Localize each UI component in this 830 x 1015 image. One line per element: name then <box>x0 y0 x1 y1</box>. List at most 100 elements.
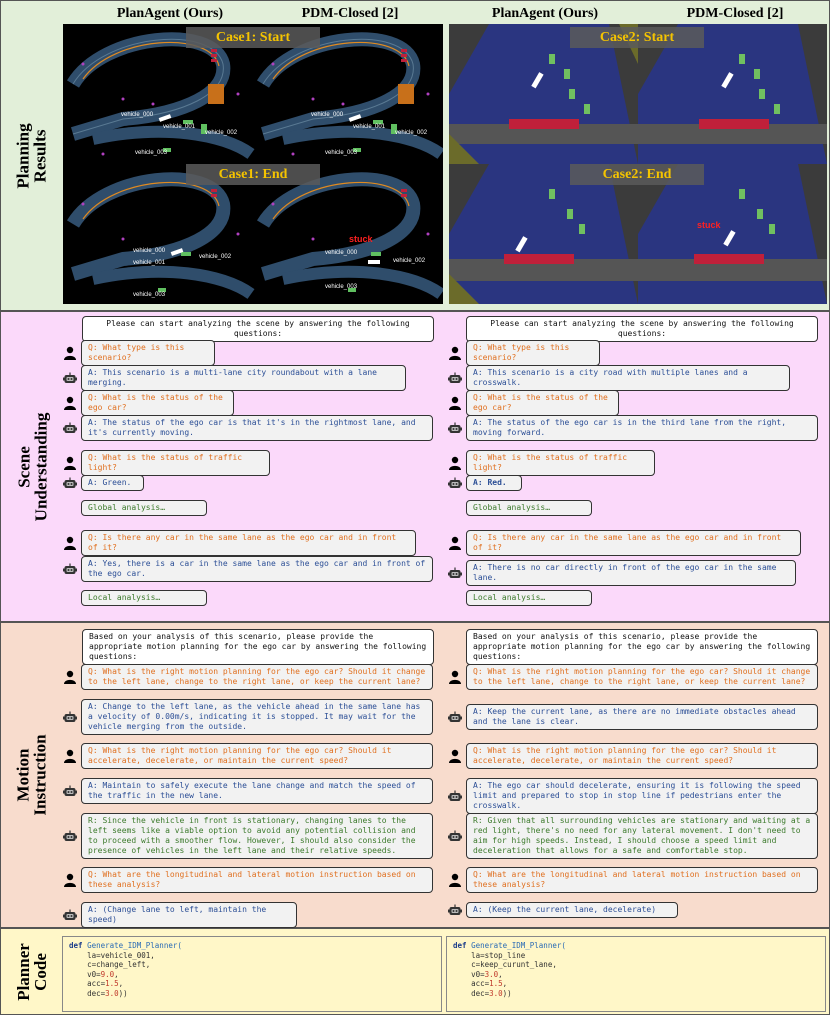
vehicle-label: vehicle_001 <box>353 124 386 130</box>
scene-global-left: Global analysis… <box>81 500 207 516</box>
scene-q2-right: Q: What is the status of the ego car? <box>466 390 619 416</box>
vehicle-label: vehicle_003 <box>325 150 358 156</box>
vehicle-label: vehicle_000 <box>325 250 358 256</box>
crosswalk-map-start <box>449 24 827 164</box>
motion-prompt-left: Based on your analysis of this scenario,… <box>82 629 434 665</box>
robot-icon <box>448 371 462 385</box>
robot-icon <box>63 476 77 490</box>
scene-q4-left: Q: Is there any car in the same lane as … <box>81 530 416 556</box>
motion-q1-right: Q: What is the right motion planning for… <box>466 664 818 690</box>
robot-icon <box>63 421 77 435</box>
scene-q2-left: Q: What is the status of the ego car? <box>81 390 234 416</box>
section-label-scene: Scene Understanding <box>14 412 51 521</box>
person-icon <box>448 536 462 550</box>
section-label-code: Planner Code <box>13 942 50 1001</box>
person-icon <box>448 670 462 684</box>
robot-icon <box>63 784 77 798</box>
vehicle-label: vehicle_002 <box>395 130 428 136</box>
vehicle-label: vehicle_001 <box>163 124 196 130</box>
robot-icon <box>448 476 462 490</box>
section-label-motion: Motion Instruction <box>14 734 51 816</box>
col-header-ours-left: PlanAgent (Ours) <box>116 6 224 21</box>
motion-q2-left: Q: What is the right motion planning for… <box>81 743 433 769</box>
scene-prompt-left: Please can start analyzing the scene by … <box>82 316 434 342</box>
col-header-baseline-right: PDM-Closed [2] <box>686 6 784 21</box>
vehicle-label: vehicle_002 <box>393 258 426 264</box>
motion-a2-left: A: Maintain to safely execute the lane c… <box>81 778 433 804</box>
scene-local-left: Local analysis… <box>81 590 207 606</box>
stuck-label: stuck <box>697 220 721 230</box>
scene-local-right: Local analysis… <box>466 590 592 606</box>
person-icon <box>63 670 77 684</box>
roundabout-map-end <box>63 164 443 304</box>
robot-icon <box>448 829 462 843</box>
motion-q2-right: Q: What is the right motion planning for… <box>466 743 818 769</box>
scene-q1-left: Q: What type is this scenario? <box>81 340 215 366</box>
case2-start-banner: Case2: Start <box>570 27 704 48</box>
person-icon <box>63 749 77 763</box>
case1-end-panel: vehicle_000 vehicle_001 vehicle_002 vehi… <box>63 164 443 304</box>
crosswalk-map-end <box>449 164 827 304</box>
person-icon <box>63 873 77 887</box>
code-block-right: def Generate_IDM_Planner( la=stop_line c… <box>446 936 826 1012</box>
case1-start-banner: Case1: Start <box>186 27 320 48</box>
scene-a3-right: A: Red. <box>466 475 522 491</box>
code-block-left: def Generate_IDM_Planner( la=vehicle_001… <box>62 936 442 1012</box>
scene-a4-left: A: Yes, there is a car in the same lane … <box>81 556 433 582</box>
robot-icon <box>448 903 462 917</box>
motion-q3-left: Q: What are the longitudinal and lateral… <box>81 867 433 893</box>
motion-reasoning-left: R: Since the vehicle in front is station… <box>81 813 433 859</box>
person-icon <box>63 536 77 550</box>
vehicle-label: vehicle_003 <box>133 292 166 298</box>
stuck-label: stuck <box>349 234 373 244</box>
robot-icon <box>63 829 77 843</box>
case2-end-panel: stuck <box>449 164 827 304</box>
scene-q3-left: Q: What is the status of traffic light? <box>81 450 270 476</box>
robot-icon <box>448 710 462 724</box>
scene-global-right: Global analysis… <box>466 500 592 516</box>
motion-reasoning-right: R: Given that all surrounding vehicles a… <box>466 813 818 859</box>
motion-q3-right: Q: What are the longitudinal and lateral… <box>466 867 818 893</box>
robot-icon <box>448 566 462 580</box>
vehicle-label: vehicle_002 <box>199 254 232 260</box>
motion-a3-right: A: (Keep the current lane, decelerate) <box>466 902 678 918</box>
person-icon <box>63 396 77 410</box>
person-icon <box>448 873 462 887</box>
motion-a1-left: A: Change to the left lane, as the vehic… <box>81 699 433 735</box>
vehicle-label: vehicle_000 <box>121 112 154 118</box>
vehicle-label: vehicle_003 <box>135 150 168 156</box>
scene-a4-right: A: There is no car directly in front of … <box>466 560 796 586</box>
scene-a3-left: A: Green. <box>81 475 144 491</box>
motion-a1-right: A: Keep the current lane, as there are n… <box>466 704 818 730</box>
person-icon <box>448 346 462 360</box>
robot-icon <box>63 371 77 385</box>
robot-icon <box>448 789 462 803</box>
motion-prompt-right: Based on your analysis of this scenario,… <box>466 629 818 665</box>
case2-end-banner: Case2: End <box>570 164 704 185</box>
motion-a2-right: A: The ego car should decelerate, ensuri… <box>466 778 818 814</box>
scene-a2-left: A: The status of the ego car is that it'… <box>81 415 433 441</box>
robot-icon <box>63 562 77 576</box>
vehicle-label: vehicle_001 <box>133 260 166 266</box>
robot-icon <box>63 908 77 922</box>
motion-q1-left: Q: What is the right motion planning for… <box>81 664 433 690</box>
scene-prompt-right: Please can start analyzing the scene by … <box>466 316 818 342</box>
scene-a1-right: A: This scenario is a city road with mul… <box>466 365 790 391</box>
case2-start-panel <box>449 24 827 164</box>
vehicle-label: vehicle_000 <box>311 112 344 118</box>
person-icon <box>448 396 462 410</box>
col-header-ours-right: PlanAgent (Ours) <box>491 6 599 21</box>
vehicle-label: vehicle_002 <box>205 130 238 136</box>
motion-a3-left: A: (Change lane to left, maintain the sp… <box>81 902 297 928</box>
scene-q4-right: Q: Is there any car in the same lane as … <box>466 530 801 556</box>
case1-end-banner: Case1: End <box>186 164 320 185</box>
person-icon <box>448 749 462 763</box>
scene-q1-right: Q: What type is this scenario? <box>466 340 600 366</box>
scene-a2-right: A: The status of the ego car is in the t… <box>466 415 818 441</box>
scene-a1-left: A: This scenario is a multi-lane city ro… <box>81 365 406 391</box>
person-icon <box>63 346 77 360</box>
col-header-baseline-left: PDM-Closed [2] <box>301 6 399 21</box>
scene-q3-right: Q: What is the status of traffic light? <box>466 450 655 476</box>
person-icon <box>63 456 77 470</box>
section-label-planning: Planning Results <box>14 122 51 189</box>
